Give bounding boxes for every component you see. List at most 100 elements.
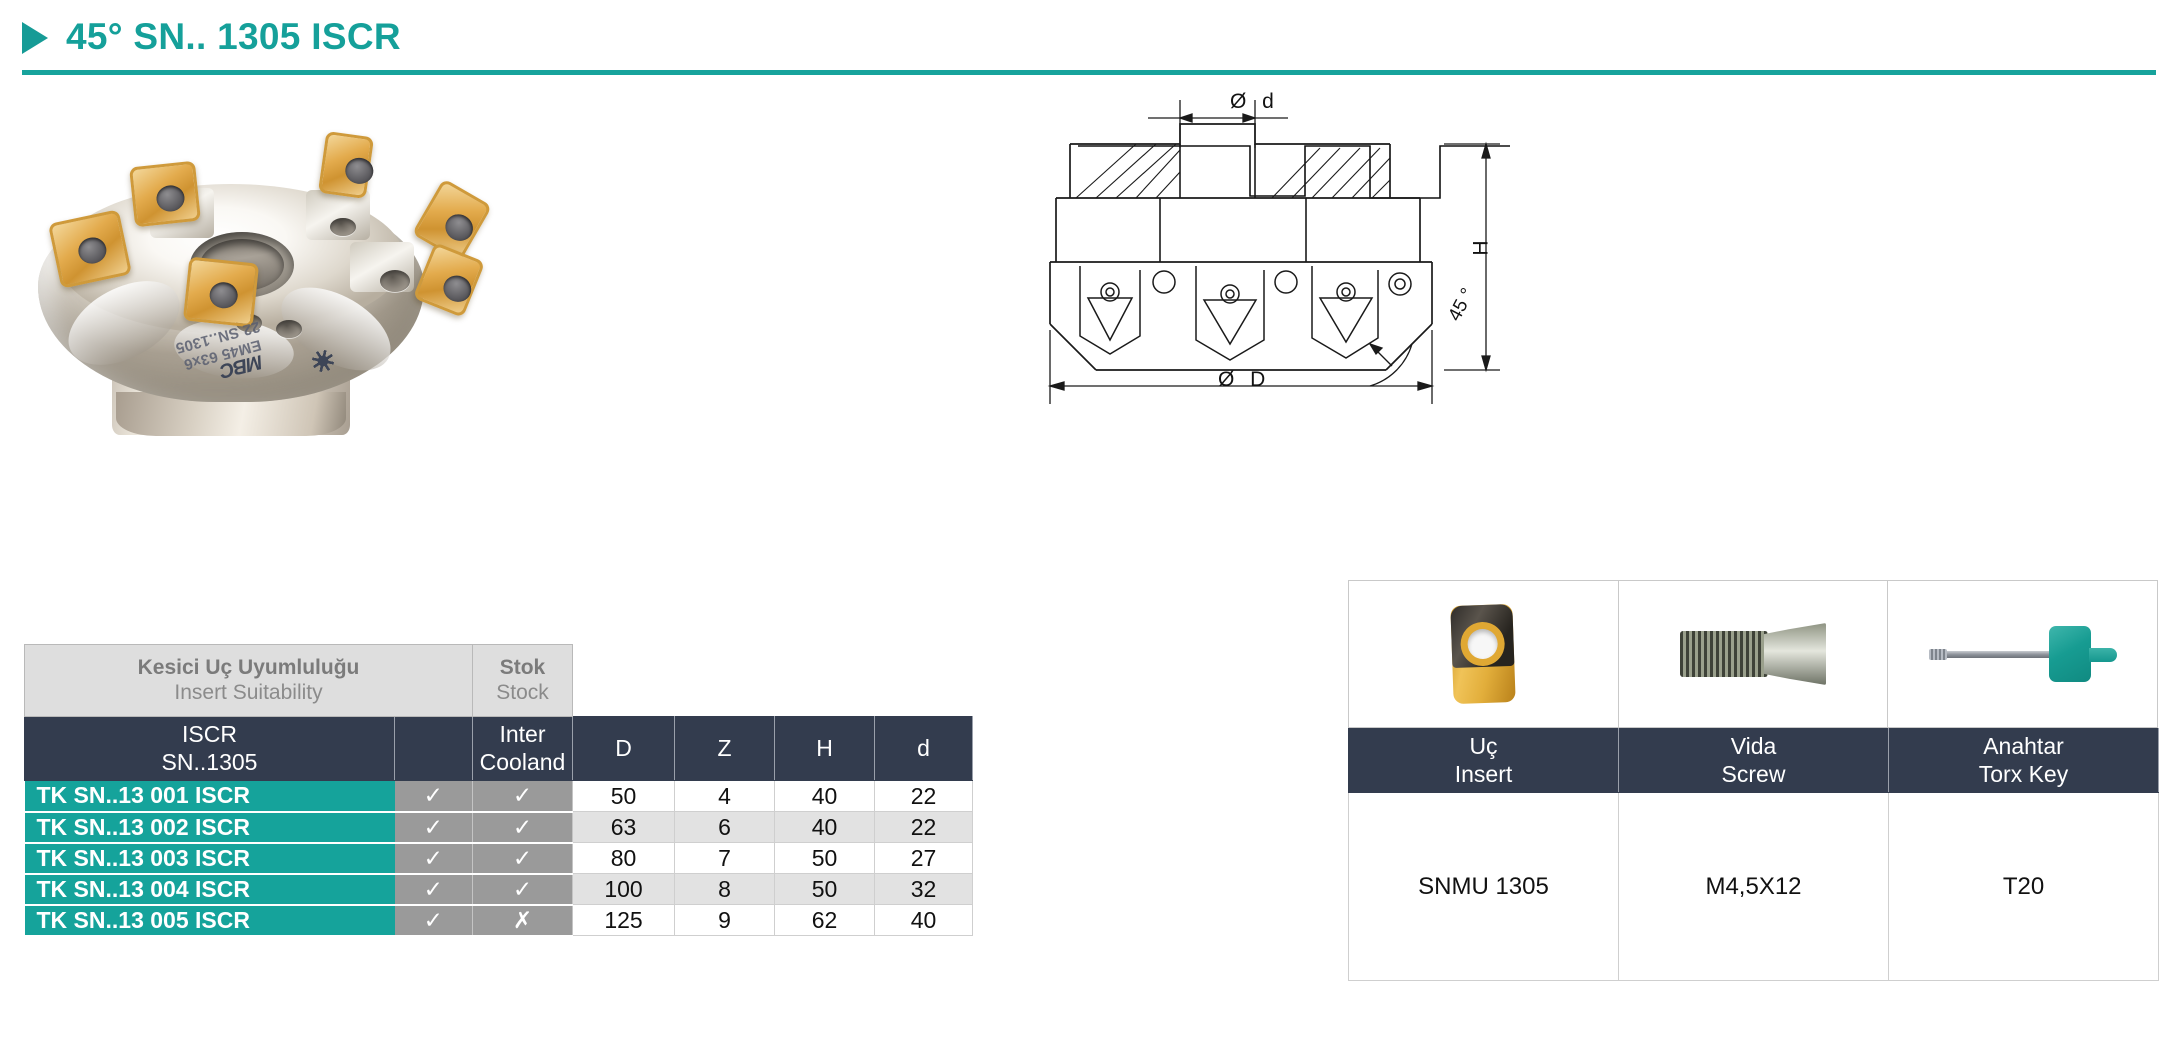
coolant-hole <box>380 270 410 292</box>
accessory-header-en: Torx Key <box>1978 760 2069 787</box>
accessory-value-torx-key: T20 <box>1888 792 2159 981</box>
accessory-value-insert: SNMU 1305 <box>1348 792 1619 981</box>
specification-table: Kesici Uç Uyumluluğu Insert Suitability … <box>24 644 973 937</box>
value-cell-D: 100 <box>572 873 675 905</box>
column-header-row: ISCR SN..1305 Inter Cooland D Z H d <box>24 716 973 781</box>
value-cell-H: 40 <box>774 780 875 812</box>
accessory-value-screw: M4,5X12 <box>1618 792 1889 981</box>
inter-cooland-mark-cell: ✓ <box>472 780 573 813</box>
torx-key-shaft <box>1928 651 2061 658</box>
value-cell-Z: 4 <box>674 780 775 812</box>
torx-key-photo-cell <box>1888 580 2159 728</box>
torx-key-handle <box>2048 626 2091 682</box>
title-divider <box>22 70 2156 75</box>
accessory-table-header: Uç Insert Vida Screw Anahtar Torx Key <box>1348 728 2159 793</box>
accessory-header-en: Screw <box>1721 760 1786 787</box>
carbide-insert <box>129 160 201 228</box>
carbide-insert <box>317 130 375 200</box>
cutter-cross-section-drawing: Ø d Ø D H 45 ° <box>1040 86 2170 416</box>
product-code-cell[interactable]: TK SN..13 002 ISCR <box>24 811 395 844</box>
value-cell-H: 50 <box>774 842 875 874</box>
column-header-line1: D <box>615 734 632 761</box>
value-cell-Z: 6 <box>674 811 775 843</box>
accessory-header-tr: Uç <box>1469 733 1498 760</box>
accessory-image-strip <box>1348 580 2159 728</box>
group-header-insert-suitability: Kesici Uç Uyumluluğu Insert Suitability <box>24 644 473 717</box>
accessory-header-insert: Uç Insert <box>1348 728 1619 793</box>
photo-stage: EM45 63x6 22 SN..1305 MBC <box>24 92 544 436</box>
product-code-cell[interactable]: TK SN..13 004 ISCR <box>24 873 395 906</box>
column-header-Z: Z <box>674 716 775 781</box>
inter-cooland-mark-cell: ✓ <box>472 873 573 906</box>
value-cell-D: 80 <box>572 842 675 874</box>
inter-cooland-mark-cell: ✗ <box>472 904 573 937</box>
product-code-cell[interactable]: TK SN..13 001 ISCR <box>24 780 395 813</box>
value-cell-H: 50 <box>774 873 875 905</box>
value-cell-H: 62 <box>774 904 875 936</box>
height-label: H <box>1469 240 1493 256</box>
group-header-en: Stock <box>496 680 549 704</box>
value-cell-D: 50 <box>572 780 675 812</box>
column-header-line1: d <box>917 734 930 761</box>
stock-mark-cell: ✓ <box>394 842 473 875</box>
column-header-d: d <box>874 716 973 781</box>
inter-cooland-mark-cell: ✓ <box>472 842 573 875</box>
accessory-header-row: Uç Insert Vida Screw Anahtar Torx Key <box>1348 728 2159 793</box>
coolant-hole <box>276 320 302 338</box>
value-cell-H: 40 <box>774 811 875 843</box>
column-header-line1: H <box>816 734 833 761</box>
accessory-header-en: Insert <box>1454 760 1513 787</box>
column-header-inter-cooland: Inter Cooland <box>472 716 573 781</box>
product-code-cell[interactable]: TK SN..13 003 ISCR <box>24 842 395 875</box>
column-header-line2: SN..1305 <box>161 748 258 775</box>
stock-mark-cell: ✓ <box>394 873 473 906</box>
screw-photo-cell <box>1618 580 1889 728</box>
carbide-insert-icon <box>1450 603 1517 705</box>
value-cell-Z: 8 <box>674 873 775 905</box>
spacer-cell <box>774 644 875 717</box>
table-header: Kesici Uç Uyumluluğu Insert Suitability … <box>24 644 973 781</box>
coolant-hole <box>330 218 356 236</box>
column-header-line1: ISCR <box>182 721 237 748</box>
carbide-insert <box>182 256 260 328</box>
spacer-cell <box>874 644 973 717</box>
accessory-table: Uç Insert Vida Screw Anahtar Torx Key SN… <box>1348 728 2159 981</box>
screw-icon <box>1680 623 1826 685</box>
inter-cooland-mark-cell: ✓ <box>472 811 573 844</box>
drawing-svg <box>1047 100 1510 404</box>
value-cell-d: 32 <box>874 873 973 905</box>
value-cell-Z: 7 <box>674 842 775 874</box>
face-mill-cutter-photo: EM45 63x6 22 SN..1305 MBC <box>24 92 544 436</box>
carbide-insert <box>412 242 486 318</box>
value-cell-d: 27 <box>874 842 973 874</box>
accessory-header-tr: Anahtar <box>1983 733 2064 760</box>
insert-photo-cell <box>1348 580 1619 728</box>
group-header-stock: Stok Stock <box>472 644 573 717</box>
stock-mark-cell: ✓ <box>394 904 473 937</box>
column-header-stock <box>394 716 473 781</box>
value-cell-D: 63 <box>572 811 675 843</box>
value-cell-d: 22 <box>874 780 973 812</box>
screw-thread <box>1680 631 1768 677</box>
column-header-H: H <box>774 716 875 781</box>
column-header-code: ISCR SN..1305 <box>24 716 395 781</box>
column-header-D: D <box>572 716 675 781</box>
torx-key-icon <box>1928 626 2117 682</box>
accessory-table-body: SNMU 1305 M4,5X12 T20 <box>1348 792 2159 981</box>
product-code-cell[interactable]: TK SN..13 005 ISCR <box>24 904 395 937</box>
spacer-cell <box>572 644 675 717</box>
accessory-header-tr: Vida <box>1730 733 1777 760</box>
torx-key-handle-end <box>2088 648 2117 662</box>
stock-mark-cell: ✓ <box>394 811 473 844</box>
sun-star-icon <box>309 347 337 375</box>
accessory-header-screw: Vida Screw <box>1618 728 1889 793</box>
column-header-line1: Inter <box>499 721 546 748</box>
value-cell-D: 125 <box>572 904 675 936</box>
accessory-header-torx-key: Anahtar Torx Key <box>1888 728 2159 793</box>
